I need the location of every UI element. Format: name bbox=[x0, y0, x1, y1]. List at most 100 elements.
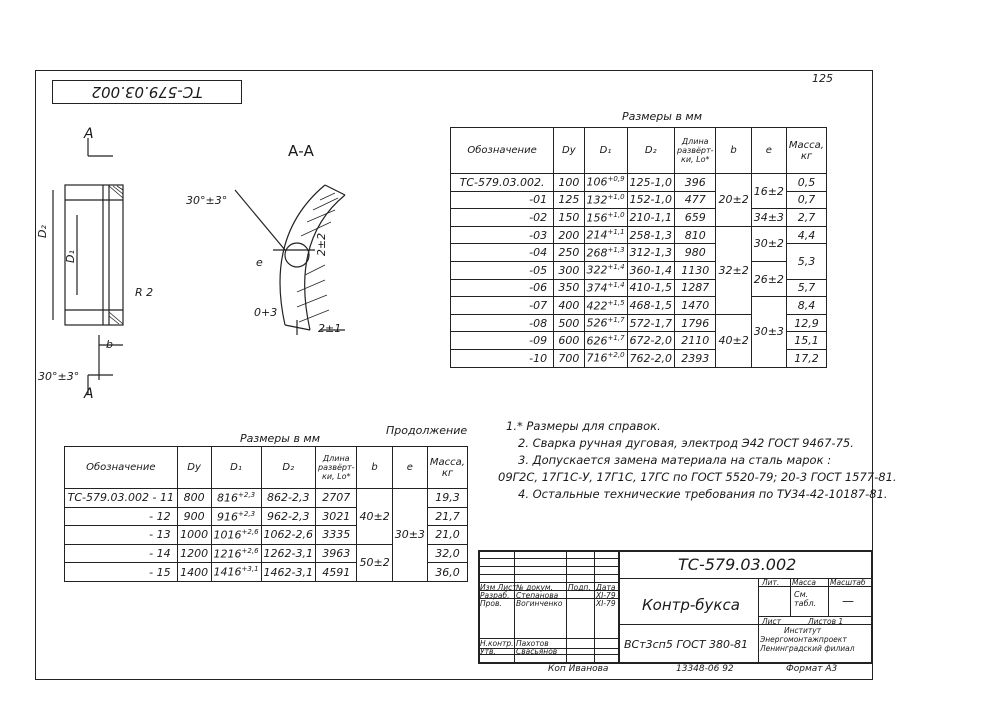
cell-b: 20±2 bbox=[715, 173, 752, 227]
cell-mass: 36,0 bbox=[426, 562, 469, 582]
cell-designation: -03 bbox=[449, 225, 555, 245]
cell-designation: -07 bbox=[449, 296, 555, 315]
header-b: b bbox=[715, 127, 752, 174]
table2-caption: Размеры в мм bbox=[240, 432, 321, 445]
cell-e: 34±3 bbox=[750, 208, 787, 227]
cell-mass: 21,0 bbox=[426, 525, 469, 545]
scale-header: Масштаб bbox=[830, 578, 866, 587]
org-line-2: Энергомонтажпроект bbox=[760, 635, 847, 644]
cell-length: 659 bbox=[673, 208, 717, 227]
dim-chamfer-top: 30°±3° bbox=[186, 194, 228, 207]
cell-length: 477 bbox=[673, 190, 717, 210]
cell-e: 16±2 bbox=[750, 172, 787, 210]
cell-designation: -01 bbox=[449, 190, 555, 210]
cell-d1: 1416+3,1 bbox=[210, 562, 262, 582]
cell-length: 980 bbox=[673, 243, 717, 262]
dim-d2: D₂ bbox=[35, 225, 49, 238]
cell-dy: 250 bbox=[553, 243, 585, 262]
section-title: А-А bbox=[288, 142, 314, 160]
dim-2-1: 2±1 bbox=[318, 322, 342, 335]
tb-name-4: Свасьянов bbox=[516, 647, 558, 656]
scale-value: — bbox=[842, 594, 854, 608]
cell-b: 40±2 bbox=[715, 313, 752, 368]
cell-mass: 5,7 bbox=[785, 278, 828, 298]
tb-name-2: Вогинченко bbox=[516, 599, 563, 608]
cell-d1: 1216+2,6 bbox=[210, 543, 262, 564]
dim-chamfer-left: 30°±3° bbox=[38, 370, 80, 383]
cell-dy: 300 bbox=[553, 260, 585, 280]
tb-role-3: Н.контр. bbox=[480, 639, 514, 648]
tb-date-2: XI-79 bbox=[596, 599, 616, 608]
cell-length: 396 bbox=[673, 173, 717, 192]
cell-designation: -08 bbox=[449, 313, 555, 333]
cell-length: 4591 bbox=[314, 562, 358, 582]
header-d2: D₂ bbox=[626, 127, 676, 174]
cell-mass: 19,3 bbox=[426, 488, 469, 508]
cell-d2: 862-2,3 bbox=[260, 488, 317, 508]
cell-d2: 1462-3,1 bbox=[260, 562, 317, 582]
mass-header: Масса bbox=[792, 578, 816, 587]
cell-d1: 106+0,9 bbox=[583, 173, 628, 192]
cell-dy: 600 bbox=[553, 331, 585, 350]
cell-b: 40±2 bbox=[356, 488, 393, 545]
sheet-number: 125 bbox=[812, 72, 833, 85]
cell-d2: 210-1,1 bbox=[626, 208, 676, 227]
cell-d2: 410-1,5 bbox=[626, 278, 676, 298]
rotated-drawing-code: ТС-579.03.002 bbox=[52, 80, 242, 104]
part-name: Контр-букса bbox=[642, 596, 740, 614]
cell-length: 3021 bbox=[314, 506, 358, 527]
cell-d1: 214+1,1 bbox=[583, 225, 628, 245]
cell-d1: 716+2,0 bbox=[583, 348, 628, 368]
sheet-label: Лист bbox=[762, 617, 782, 626]
header2-designation: Обозначение bbox=[64, 446, 178, 489]
cell-dy: 350 bbox=[553, 278, 585, 298]
tb-name-1: Степанова bbox=[516, 591, 559, 600]
cell-designation: -06 bbox=[449, 278, 555, 298]
header-d1: D₁ bbox=[583, 127, 628, 174]
tb-role-1: Разраб. bbox=[480, 591, 510, 600]
cell-length: 2110 bbox=[673, 331, 717, 350]
title-code: ТС-579.03.002 bbox=[678, 555, 797, 574]
cell-d1: 322+1,4 bbox=[583, 260, 628, 280]
cell-d2: 125-1,0 bbox=[626, 173, 676, 192]
cell-d2: 1062-2,6 bbox=[260, 525, 317, 545]
mass-value: См. табл. bbox=[794, 590, 817, 608]
cell-e: 30±3 bbox=[750, 296, 787, 368]
cell-d1: 626+1,7 bbox=[583, 331, 628, 350]
cell-dy: 1200 bbox=[176, 543, 212, 564]
cell-d1: 526+1,7 bbox=[583, 313, 628, 333]
cell-d2: 468-1,5 bbox=[626, 296, 676, 315]
cell-d2: 258-1,3 bbox=[626, 225, 676, 245]
copy-by: Коп Иванова bbox=[548, 664, 609, 674]
sheets-label: Листов 1 bbox=[808, 617, 844, 626]
sheet-format: Формат А3 bbox=[786, 664, 838, 674]
dimensions-table-2: Обозначение Dy D₁ D₂ Длина развёрт-ки, L… bbox=[64, 446, 469, 582]
header-designation: Обозначение bbox=[449, 127, 555, 174]
cell-length: 2393 bbox=[673, 348, 717, 368]
cell-length: 2707 bbox=[314, 488, 358, 508]
cell-d2: 572-1,7 bbox=[626, 313, 676, 333]
cell-mass: 2,7 bbox=[785, 208, 828, 227]
cell-e: 26±2 bbox=[750, 260, 787, 298]
cell-mass: 17,2 bbox=[785, 348, 828, 368]
cell-e: 30±3 bbox=[391, 488, 428, 582]
cell-dy: 125 bbox=[553, 190, 585, 210]
cell-designation: ТС-579.03.002. bbox=[449, 173, 555, 192]
cell-d1: 1016+2,6 bbox=[210, 525, 262, 545]
header2-d1: D₁ bbox=[210, 446, 262, 489]
header2-d2: D₂ bbox=[260, 446, 317, 489]
cell-dy: 800 bbox=[176, 488, 212, 508]
cell-length: 1130 bbox=[673, 260, 717, 280]
header-mass: Масса, кг bbox=[785, 127, 828, 174]
cell-dy: 400 bbox=[553, 296, 585, 315]
dim-e: e bbox=[256, 256, 263, 269]
header2-b: b bbox=[356, 446, 393, 489]
cell-designation: ТС-579.03.002 - 11 bbox=[64, 488, 178, 508]
header-length: Длина развёрт-ки, Lo* bbox=[673, 127, 717, 174]
cell-d2: 962-2,3 bbox=[260, 506, 317, 527]
material: ВСт3сп5 ГОСТ 380-81 bbox=[624, 638, 749, 651]
